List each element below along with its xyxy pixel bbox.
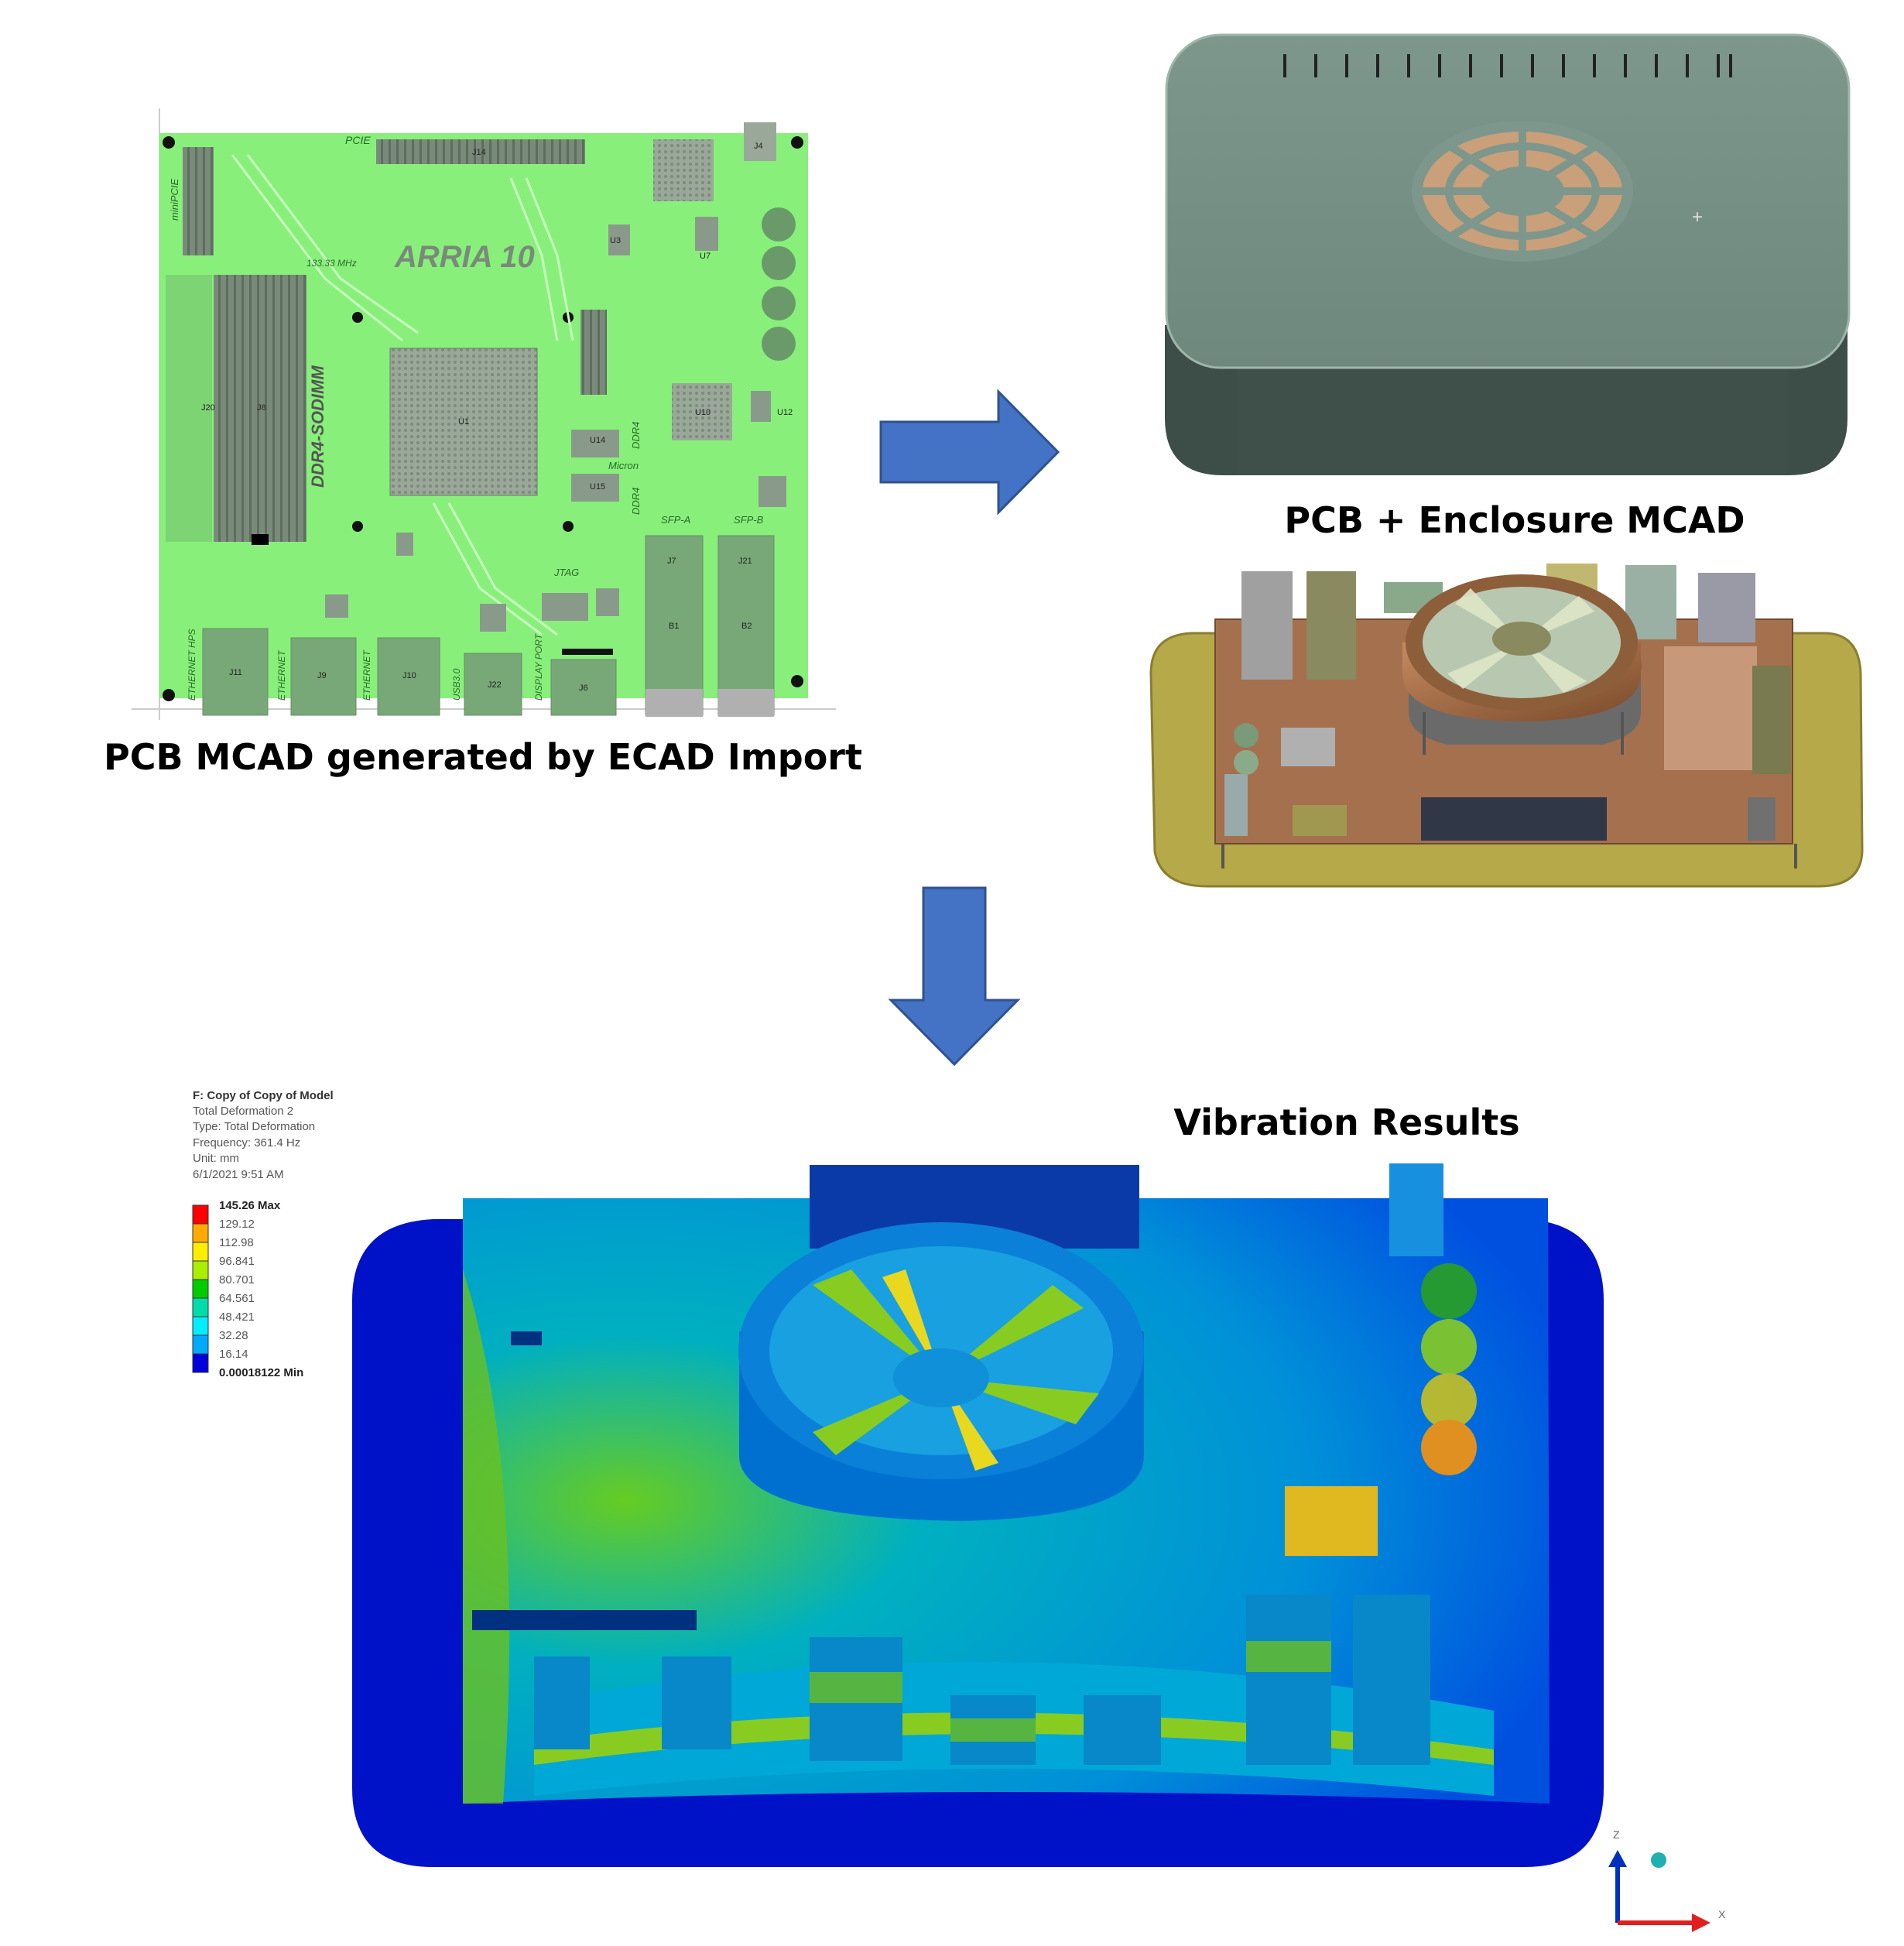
ref-u14: U14	[590, 436, 605, 445]
ref-u1: U1	[458, 417, 469, 427]
arria10-label: ARRIA 10	[394, 240, 535, 274]
ref-j10: J10	[402, 671, 416, 680]
legend-title: F: Copy of Copy of Model	[193, 1089, 334, 1102]
enclosure-view: +	[1165, 33, 1851, 475]
pcb-mcad-view: ARRIA 10 DDR4-SODIMM PCIE miniPCIE 133.3…	[132, 108, 836, 720]
legend-unit: Unit: mm	[193, 1152, 239, 1165]
legend-date: 6/1/2021 9:51 AM	[193, 1168, 284, 1181]
colorbar-label: 80.701	[219, 1273, 255, 1286]
ethernet-hps-label: ETHERNET HPS	[187, 629, 197, 701]
ref-j8: J8	[257, 403, 266, 413]
ref-j21: J21	[738, 557, 752, 566]
fan-grille	[1412, 121, 1633, 262]
ref-j7: J7	[667, 557, 676, 566]
sfpa-label: SFP-A	[661, 514, 690, 526]
ref-j14: J14	[472, 148, 486, 157]
colorbar-band	[192, 1334, 209, 1355]
arrow-right-icon	[879, 389, 1060, 516]
ref-j9: J9	[317, 671, 327, 680]
legend-type: Type: Total Deformation	[193, 1120, 315, 1133]
ref-u15: U15	[590, 482, 605, 492]
svg-text:+: +	[1692, 207, 1703, 228]
colorbar-band	[192, 1297, 209, 1317]
ref-u12: U12	[777, 408, 793, 417]
colorbar-label: 96.841	[219, 1255, 255, 1268]
ref-u3: U3	[610, 236, 621, 245]
sodimm-slot	[214, 275, 306, 542]
colorbar-label: 129.12	[219, 1218, 255, 1231]
arrow-down-icon	[888, 886, 1021, 1067]
ref-j22: J22	[488, 680, 502, 690]
caption-vibration: Vibration Results	[1173, 1101, 1519, 1143]
pcie-connector	[376, 139, 585, 164]
colorbar-label: 48.421	[219, 1310, 255, 1324]
result-legend: F: Copy of Copy of Model Total Deformati…	[192, 1089, 334, 1379]
axis-triad: Z X	[1608, 1828, 1726, 1932]
ddr4-label-b: DDR4	[630, 488, 642, 515]
ref-b1: B1	[669, 622, 679, 631]
displayport-label: DISPLAY PORT	[533, 632, 544, 701]
vibration-result-view	[352, 1163, 1604, 1867]
ref-u7: U7	[700, 252, 711, 261]
axis-x-label: X	[1718, 1908, 1726, 1920]
ethernet-label-1: ETHERNET	[276, 649, 287, 701]
colorbar-label: 32.28	[219, 1329, 248, 1342]
clock-label: 133.33 MHz	[306, 258, 357, 269]
ref-j6: J6	[579, 683, 588, 693]
ethernet-label-2: ETHERNET	[361, 649, 372, 701]
axis-z-label: Z	[1613, 1828, 1620, 1841]
colorbar: 145.26 Max 129.12 112.98 96.841 80.701 64.561…	[192, 1199, 303, 1379]
ref-j20: J20	[201, 403, 215, 413]
ddr4-label-a: DDR4	[630, 422, 642, 449]
pcie-label: PCIE	[345, 134, 371, 146]
colorbar-label: 112.98	[219, 1236, 254, 1249]
colorbar-band	[192, 1316, 209, 1336]
legend-frequency: Frequency: 361.4 Hz	[193, 1136, 300, 1149]
colorbar-label: 16.14	[219, 1348, 248, 1361]
ref-u10: U10	[695, 408, 711, 417]
colorbar-band	[192, 1353, 209, 1373]
sodimm-label: DDR4-SODIMM	[308, 365, 327, 488]
colorbar-band	[192, 1279, 209, 1299]
colorbar-band	[192, 1204, 209, 1225]
sfpb-label: SFP-B	[734, 514, 764, 526]
colorbar-band	[192, 1223, 209, 1243]
pcb-assembly-view	[1149, 564, 1864, 888]
colorbar-label: 64.561	[219, 1292, 255, 1305]
colorbar-label: 0.00018122 Min	[219, 1366, 303, 1379]
caption-enclosure: PCB + Enclosure MCAD	[1284, 499, 1745, 541]
colorbar-band	[192, 1242, 209, 1262]
minipcie-label: miniPCIE	[169, 178, 180, 221]
ref-j4: J4	[754, 142, 763, 151]
fpga-chip	[389, 348, 538, 496]
colorbar-band	[192, 1260, 209, 1280]
colorbar-label: 145.26 Max	[219, 1199, 281, 1212]
deformed-fan	[738, 1222, 1144, 1521]
caption-pcb-mcad: PCB MCAD generated by ECAD Import	[104, 736, 862, 778]
ref-j11: J11	[229, 668, 242, 677]
micron-label: Micron	[608, 460, 639, 471]
usb-label: USB3.0	[451, 668, 462, 701]
ref-b2: B2	[741, 622, 752, 631]
legend-result: Total Deformation 2	[193, 1105, 293, 1118]
jtag-label: JTAG	[553, 567, 579, 578]
